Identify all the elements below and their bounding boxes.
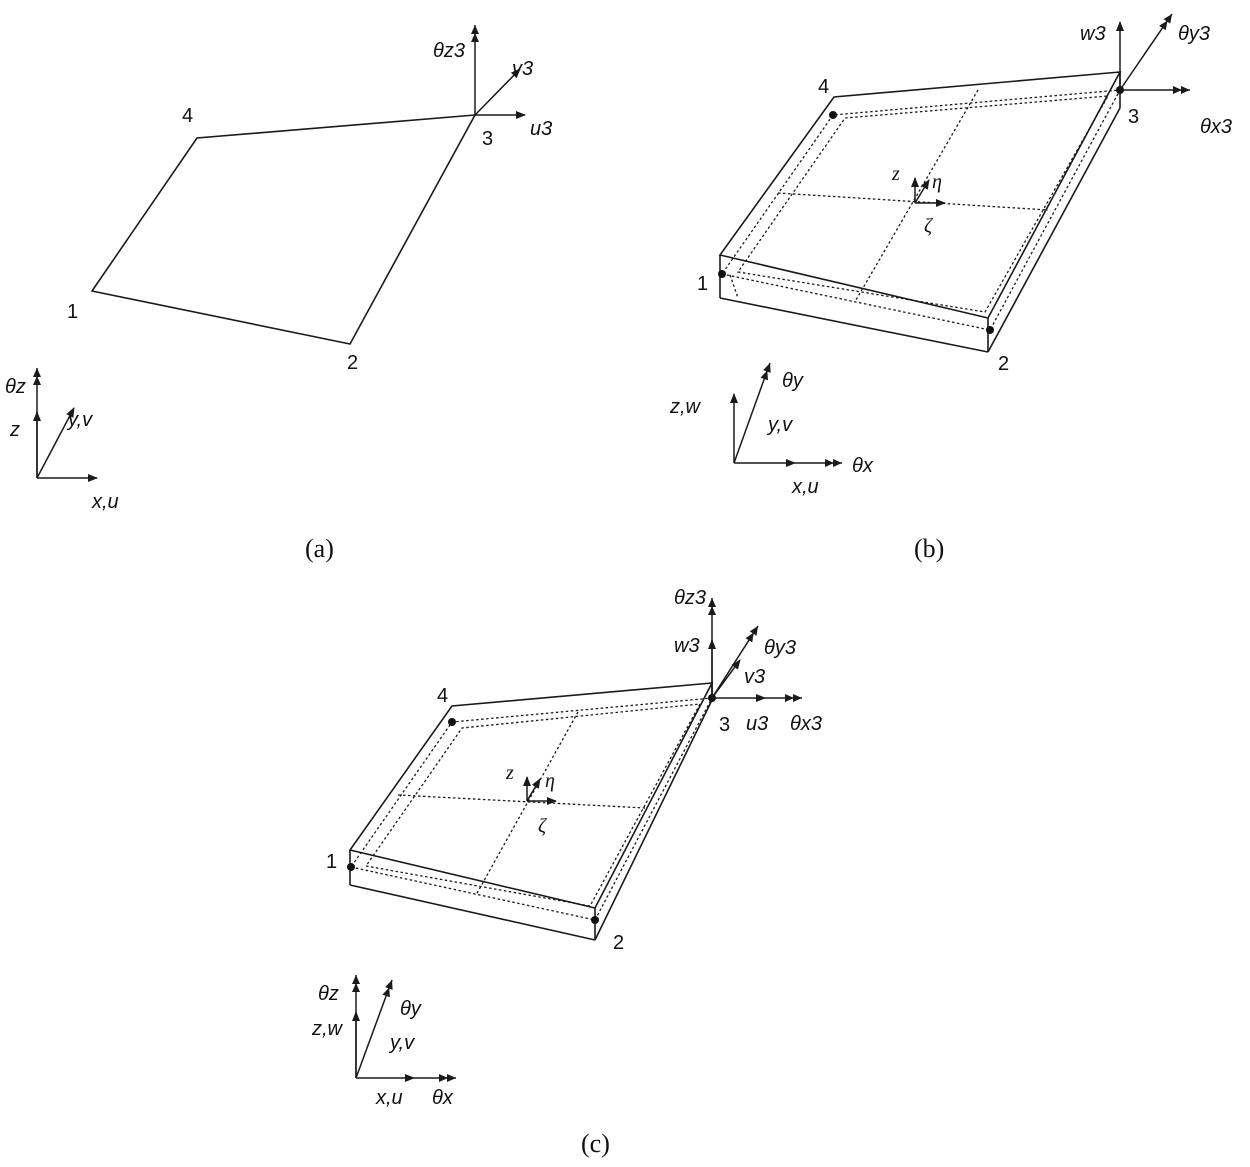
panel-c-node-1-dot (347, 863, 355, 871)
panel-b-theta-y-label: θy (782, 370, 804, 392)
panel-b-w3-label: w3 (1080, 23, 1106, 45)
panel-c-theta-z-label: θz (318, 983, 339, 1005)
panel-b-inner-plane (736, 95, 1110, 313)
panel-a-node-1-label: 1 (67, 301, 78, 323)
panel-c: z η ζ θz3 w3 θy3 v3 u3 θx3 1 2 3 4 θz z,… (311, 587, 822, 1158)
panel-b-local-z-label: z (891, 163, 900, 185)
panel-c-edge (594, 699, 713, 941)
panel-c-v3-arrow (711, 659, 741, 699)
panel-b-theta-y-axis (733, 362, 771, 464)
panel-a-theta-z3-label: θz3 (433, 40, 465, 62)
panel-b-center-line (777, 192, 1049, 211)
panel-b-edge (719, 297, 989, 353)
panel-b-hidden-edge (729, 274, 739, 299)
panel-b-node-2-label: 2 (998, 353, 1009, 375)
panel-a-y-axis (36, 407, 75, 479)
panel-b-node-2-dot (986, 326, 994, 334)
panel-b-node-1-label: 1 (697, 273, 708, 295)
panel-b-node-3-label: 3 (1128, 106, 1139, 128)
panel-c-center-line (397, 794, 646, 809)
panel-a-z-label: z (9, 419, 20, 441)
panel-b-local-zeta-label: ζ (924, 215, 934, 237)
caption-c: (c) (581, 1129, 610, 1158)
panel-b-local-eta-arrow (914, 179, 930, 204)
panel-a-theta-z-label: θz (5, 376, 26, 398)
panel-c-node-1-label: 1 (326, 851, 337, 873)
panel-a-quad-element (90, 114, 477, 345)
panel-a-node-4-label: 4 (182, 105, 193, 127)
panel-b-midplane (720, 89, 1122, 331)
panel-c-u3-label: u3 (746, 713, 768, 735)
panel-c-x-u-label: x,u (375, 1087, 403, 1109)
panel-a-node-2-label: 2 (347, 352, 358, 374)
panel-c-center-line (475, 711, 579, 896)
panel-b-center-line (855, 89, 979, 301)
panel-b-theta-y3-label: θy3 (1178, 23, 1210, 45)
panel-c-theta-x-label: θx (432, 1087, 454, 1109)
panel-c-v3-label: v3 (744, 666, 765, 688)
panel-c-local-eta-label: η (545, 770, 555, 792)
panel-a-u3-label: u3 (530, 118, 552, 140)
panel-c-inner-plane (364, 703, 702, 907)
panel-b-theta-y3-arrow (1119, 13, 1173, 91)
panel-c-edge (349, 884, 596, 941)
panel-b-theta-x3-label: θx3 (1200, 116, 1232, 138)
panel-b-node-4-dot (829, 111, 837, 119)
caption-b: (b) (914, 534, 944, 563)
panel-c-local-eta-arrow (526, 778, 541, 802)
panel-b-y-v-label: y,v (766, 414, 793, 436)
panel-c-theta-y-label: θy (400, 998, 422, 1020)
panel-c-z-w-label: z,w (311, 1018, 344, 1040)
panel-a-node-3-label: 3 (482, 128, 493, 150)
panel-a-v3-arrow (474, 68, 521, 116)
panel-b-local-eta-label: η (932, 171, 942, 193)
panel-c-node-3-label: 3 (719, 714, 730, 736)
caption-a: (a) (305, 534, 334, 563)
panel-b: z η ζ w3 θy3 θx3 1 2 3 4 z,w θy y,v x,u … (669, 13, 1232, 563)
panel-b-node-1-dot (718, 270, 726, 278)
panel-a-x-u-label: x,u (91, 491, 119, 513)
panel-c-local-z-label: z (505, 762, 514, 784)
panel-c-theta-z3-label: θz3 (674, 587, 706, 609)
panel-a-y-v-label: y,v (66, 409, 93, 431)
panel-c-theta-x3-label: θx3 (790, 713, 822, 735)
panel-c-w3-label: w3 (674, 635, 700, 657)
panel-b-theta-x-label: θx (852, 455, 874, 477)
panel-b-z-w-label: z,w (669, 396, 702, 418)
panel-c-local-zeta-label: ζ (538, 815, 548, 837)
panel-b-x-u-label: x,u (791, 476, 819, 498)
panel-b-edge (987, 107, 1121, 353)
panel-c-node-2-dot (591, 916, 599, 924)
panel-c-theta-y3-label: θy3 (764, 637, 796, 659)
panel-c-node-4-label: 4 (437, 685, 448, 707)
panel-c-node-2-label: 2 (613, 932, 624, 954)
panel-b-node-4-label: 4 (818, 76, 829, 98)
panel-a: θz3 v3 u3 1 2 3 4 θz z y,v x,u (a) (5, 25, 552, 563)
panel-c-y-v-label: y,v (388, 1032, 415, 1054)
panel-a-v3-label: v3 (512, 58, 533, 80)
panel-c-node-4-dot (448, 718, 456, 726)
panel-c-theta-y-axis (355, 979, 393, 1079)
